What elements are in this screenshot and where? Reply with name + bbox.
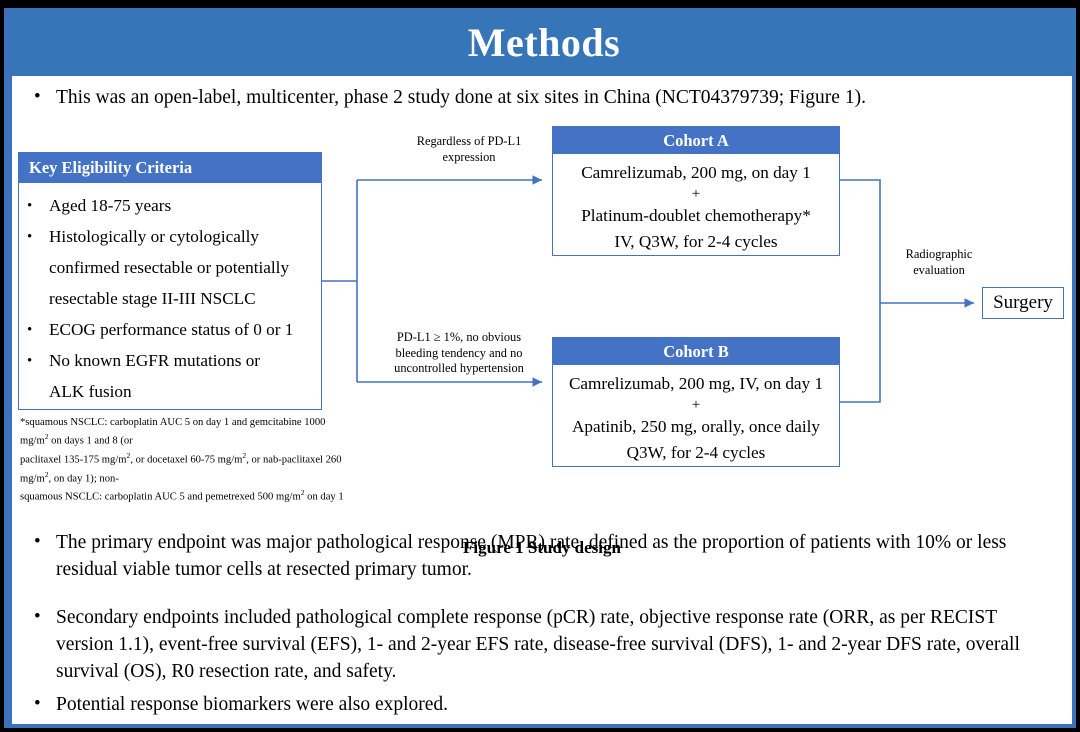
page-title: Methods [467, 19, 621, 65]
cohort-b-box: Cohort B Camrelizumab, 200 mg, IV, on da… [552, 337, 840, 467]
arrow-label-line: Radiographic [905, 247, 973, 261]
arrow-label-line: bleeding tendency and no [395, 345, 523, 360]
arrow-label-line: expression [442, 149, 496, 164]
eligibility-header: Key Eligibility Criteria [19, 153, 321, 183]
cohort-b-header: Cohort B [553, 338, 839, 365]
endpoint-bullet-2: • Secondary endpoints included pathologi… [34, 604, 1046, 685]
footnote-line: squamous NSCLC: carboplatin AUC 5 and pe… [20, 488, 344, 503]
endpoint-text: Potential response biomarkers were also … [56, 694, 449, 715]
bullet-marker: • [34, 531, 41, 552]
list-item-label: resectable stage II-III NSCLC [49, 289, 256, 308]
figure-caption: Figure 1 Study design [463, 538, 621, 557]
bullet-marker: • [27, 198, 33, 214]
cohort-b-plus: + [691, 397, 701, 413]
endpoint-text: Secondary endpoints included pathologica… [56, 607, 1020, 682]
list-item: • ECOG performance status of 0 or 1 [27, 315, 315, 345]
cohort-b-body: Camrelizumab, 200 mg, IV, on day 1 + Apa… [553, 365, 839, 474]
list-item-label: ECOG performance status of 0 or 1 [49, 320, 294, 339]
eligibility-box: Key Eligibility Criteria • Aged 18-75 ye… [18, 152, 322, 410]
cohort-a-line-3: IV, Q3W, for 2-4 cycles [614, 232, 778, 251]
spacer [27, 253, 49, 283]
slide-header: Methods [12, 8, 1076, 76]
spacer [27, 284, 49, 314]
bullet-marker: • [27, 322, 33, 338]
cohort-a-body: Camrelizumab, 200 mg, on day 1 + Platinu… [553, 154, 839, 263]
cohort-a-line-2: Platinum-doublet chemotherapy* [581, 206, 811, 225]
list-item-label: ALK fusion [49, 382, 132, 401]
figure-footnote: *squamous NSCLC: carboplatin AUC 5 on da… [20, 416, 350, 505]
list-item-cont: confirmed resectable or potentially [27, 253, 315, 283]
list-item-label: Histologically or cytologically [49, 227, 260, 246]
intro-bullet: • This was an open-label, multicenter, p… [34, 84, 1054, 111]
flow-connectors [322, 175, 974, 403]
list-item-label: Aged 18-75 years [49, 196, 172, 215]
cohort-b-line-1: Camrelizumab, 200 mg, IV, on day 1 [568, 374, 824, 393]
bullet-marker: • [34, 86, 41, 107]
bullet-marker: • [34, 693, 41, 714]
cohort-a-header: Cohort A [553, 127, 839, 154]
cohort-a-plus: + [691, 186, 701, 202]
arrow-label-line: PD-L1 ≥ 1%, no obvious [396, 330, 522, 344]
endpoint-bullet-1: • The primary endpoint was major patholo… [34, 529, 1046, 583]
endpoint-text: The primary endpoint was major pathologi… [56, 532, 1007, 580]
arrow-label-radiographic: Radiographic evaluation [884, 247, 994, 278]
intro-bullet-text: This was an open-label, multicenter, pha… [56, 87, 866, 108]
list-item-cont: resectable stage II-III NSCLC [27, 284, 315, 314]
cohort-b-line-2: Apatinib, 250 mg, orally, once daily [571, 417, 821, 436]
list-item-label: No known EGFR mutations or [49, 351, 261, 370]
arrow-label-cohort-b: PD-L1 ≥ 1%, no obvious bleeding tendency… [364, 330, 554, 377]
cohort-b-line-3: Q3W, for 2-4 cycles [626, 443, 766, 462]
slide-body: • This was an open-label, multicenter, p… [12, 76, 1072, 724]
arrow-label-cohort-a: Regardless of PD-L1 expression [384, 134, 554, 165]
list-item: • Aged 18-75 years [27, 191, 315, 221]
bullet-marker: • [27, 229, 33, 245]
arrow-label-line: Regardless of PD-L1 [416, 134, 522, 148]
cohort-a-line-1: Camrelizumab, 200 mg, on day 1 [581, 163, 811, 182]
eligibility-list: • Aged 18-75 years • Histologically or c… [19, 183, 321, 412]
arrow-label-line: uncontrolled hypertension [394, 361, 524, 375]
study-design-figure: Key Eligibility Criteria • Aged 18-75 ye… [12, 120, 1072, 557]
bullet-marker: • [34, 606, 41, 627]
bullet-marker: • [27, 353, 33, 369]
slide-frame: Methods • This was an open-label, multic… [4, 8, 1076, 728]
footnote-line: *squamous NSCLC: carboplatin AUC 5 on da… [20, 417, 326, 447]
list-item: • Histologically or cytologically [27, 222, 315, 252]
list-item-cont: ALK fusion [27, 377, 315, 407]
footnote-line: paclitaxel 135-175 mg/m2, or docetaxel 6… [20, 450, 342, 485]
list-item: • No known EGFR mutations or [27, 346, 315, 376]
spacer [27, 377, 49, 407]
cohort-a-box: Cohort A Camrelizumab, 200 mg, on day 1 … [552, 126, 840, 256]
endpoint-bullet-3: • Potential response biomarkers were als… [34, 691, 1046, 718]
list-item-label: confirmed resectable or potentially [49, 258, 290, 277]
surgery-box: Surgery [982, 287, 1064, 319]
arrow-label-line: evaluation [913, 262, 965, 277]
